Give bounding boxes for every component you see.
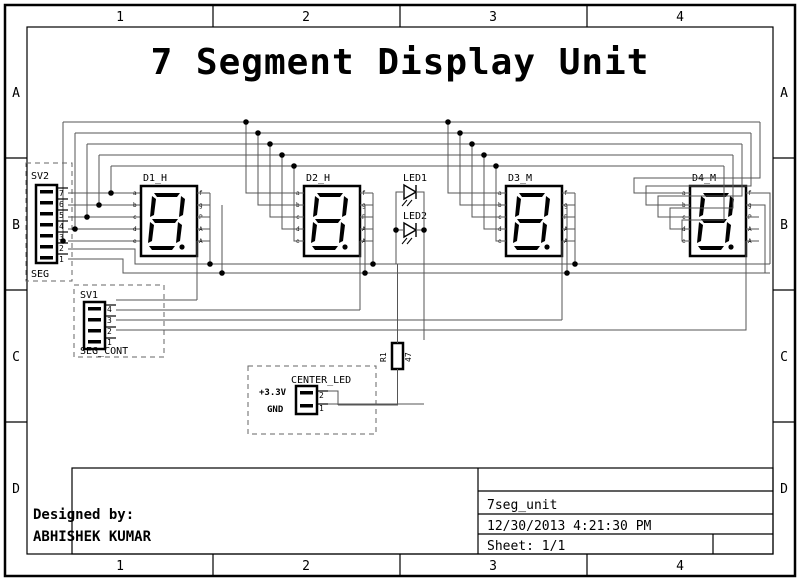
display-d1[interactable]: D1_H a b c d e f g P A A	[133, 173, 210, 258]
refdes-r1: R1	[379, 352, 388, 362]
connector-sv1[interactable]: SV1 SEG_CONT 4 3 2 1	[73, 284, 570, 358]
sv1-pin-4: 4	[107, 305, 112, 314]
net-label-3v3: +3.3V	[259, 388, 287, 398]
sv1-pin-1: 1	[107, 338, 112, 347]
connector-name-center-led: CENTER_LED	[291, 375, 351, 386]
refdes-d2: D2_H	[306, 173, 330, 184]
frame-row-left-a: A	[12, 86, 20, 101]
led1-symbol	[401, 183, 418, 207]
d3-digit-glyph	[513, 193, 550, 250]
connector-center-led[interactable]: CENTER_LED 2 1 +3.3V GND	[247, 365, 424, 435]
sv2-pin-5: 5	[59, 211, 64, 220]
refdes-sv1: SV1	[80, 290, 98, 301]
d1-output-wires	[196, 193, 225, 300]
drawing-frame	[3, 3, 797, 578]
sv2-pin-4: 4	[59, 222, 64, 231]
d2-output-wires	[359, 193, 376, 310]
page-title: 7 Segment Display Unit	[151, 42, 650, 83]
led2-symbol	[401, 221, 418, 245]
d1-digit-glyph	[148, 193, 185, 250]
d1-pin-b: b	[133, 202, 137, 209]
resistor-r1[interactable]: R1 47	[338, 264, 413, 406]
frame-row-right-b: B	[780, 218, 788, 233]
sv1-pin-2: 2	[107, 327, 112, 336]
sv2-pin-6: 6	[59, 200, 64, 209]
d1-pin-d: d	[133, 226, 137, 233]
d1-pin-e: e	[133, 238, 137, 245]
sv2-pin-2: 2	[59, 244, 64, 253]
frame-col-bottom-3: 3	[489, 559, 497, 574]
frame-col-top-4: 4	[676, 10, 684, 25]
sv1-pin-3: 3	[107, 316, 112, 325]
led-pair[interactable]: LED1 LED2	[393, 173, 427, 340]
designed-by-label: Designed by:	[33, 507, 134, 523]
segment-bus	[62, 121, 760, 241]
display-d3[interactable]: D3_M a b c d e f g P A A	[445, 119, 575, 258]
connector-name-sv2: SEG	[31, 269, 49, 280]
d4-digit-glyph	[697, 193, 734, 250]
frame-row-left-b: B	[12, 218, 20, 233]
d4-output-wires	[570, 192, 771, 331]
refdes-led2: LED2	[403, 211, 427, 222]
sv2-pin-3: 3	[59, 233, 64, 242]
designer-name: ABHISHEK KUMAR	[33, 529, 152, 545]
frame-row-right-d: D	[780, 482, 788, 497]
sv2-net-wires	[60, 190, 770, 274]
frame-row-right-c: C	[780, 350, 788, 365]
sv2-pin-1: 1	[59, 255, 64, 264]
title-block-sheet-no: Sheet: 1/1	[487, 539, 565, 554]
frame-col-top-3: 3	[489, 10, 497, 25]
title-block-timestamp: 12/30/2013 4:21:30 PM	[487, 519, 652, 534]
frame-row-right-a: A	[780, 86, 788, 101]
net-label-gnd: GND	[267, 405, 284, 415]
title-block-document: 7seg_unit	[487, 498, 557, 513]
display-d2[interactable]: D2_H a b c d e f g P A A	[243, 119, 373, 258]
refdes-led1: LED1	[403, 173, 427, 184]
center-led-pin-2: 2	[319, 391, 324, 400]
d3-output-wires	[561, 193, 578, 320]
value-r1: 47	[404, 352, 413, 362]
frame-row-left-d: D	[12, 482, 20, 497]
title-block	[71, 467, 774, 555]
connector-sv2[interactable]: SV2 SEG 7 6 5 4 3 2 1	[25, 162, 73, 282]
d1-pin-c: c	[133, 214, 137, 221]
refdes-d1: D1_H	[143, 173, 167, 184]
sv2-pin-7: 7	[59, 189, 64, 198]
refdes-d3: D3_M	[508, 173, 532, 184]
refdes-sv2: SV2	[31, 171, 49, 182]
frame-col-top-1: 1	[116, 10, 124, 25]
frame-col-bottom-1: 1	[116, 559, 124, 574]
frame-row-left-c: C	[12, 350, 20, 365]
center-led-pin-1: 1	[319, 404, 324, 413]
display-d4[interactable]: D4_M a b c d e f g P A A	[633, 122, 761, 258]
frame-col-top-2: 2	[302, 10, 310, 25]
d1-pin-a: a	[133, 190, 137, 197]
connector-name-sv1: SEG_CONT	[80, 346, 128, 357]
d2-digit-glyph	[311, 193, 348, 250]
frame-col-bottom-4: 4	[676, 559, 684, 574]
frame-col-bottom-2: 2	[302, 559, 310, 574]
